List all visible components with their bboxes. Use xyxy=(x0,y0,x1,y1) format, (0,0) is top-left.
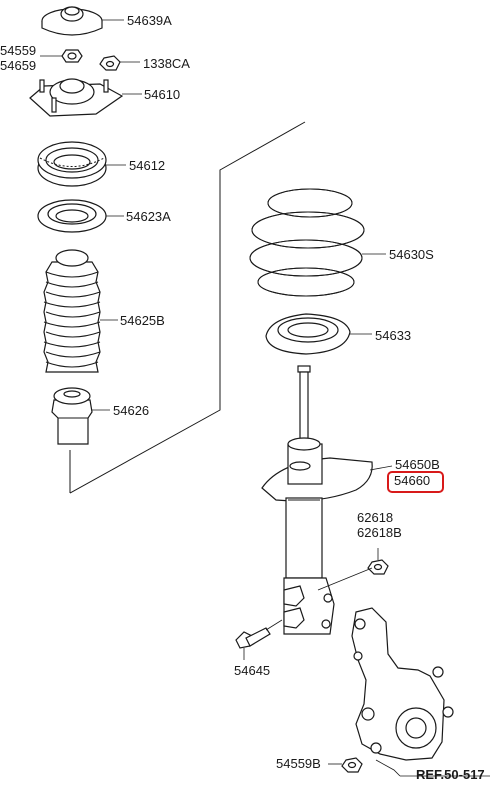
label-strut-b: 54650B xyxy=(395,457,440,472)
label-bolt: 54645 xyxy=(234,663,271,678)
label-lower-pad: 54633 xyxy=(375,328,412,343)
label-top-cap: 54639A xyxy=(127,13,172,28)
highlight-box xyxy=(387,471,444,493)
lower-nut-part xyxy=(367,559,389,575)
label-reference: REF.50-517 xyxy=(416,767,485,782)
label-bearing: 54612 xyxy=(129,158,166,173)
mount-nut-part xyxy=(99,55,121,71)
lower-spring-pad-part xyxy=(265,313,351,355)
label-nut-c: 1338CA xyxy=(143,56,190,71)
steering-knuckle-part xyxy=(351,607,454,761)
reference-leader xyxy=(375,759,401,777)
label-knuckle-nut: 54559B xyxy=(276,756,321,771)
label-dust-cover: 54625B xyxy=(120,313,165,328)
strut-assembly-part xyxy=(261,365,373,635)
small-nut-part xyxy=(61,49,83,63)
label-strut: 54660 xyxy=(394,473,431,488)
label-mount: 54610 xyxy=(144,87,181,102)
spring-pad-part xyxy=(37,199,107,233)
label-nut-e: 62618B xyxy=(357,525,402,540)
knuckle-nut-part xyxy=(341,757,363,773)
coil-spring-part xyxy=(249,188,365,297)
bump-stopper-part xyxy=(51,387,93,445)
label-spring-pad: 54623A xyxy=(126,209,171,224)
dust-cover-part xyxy=(43,249,101,373)
strut-mount-part xyxy=(29,78,124,117)
bearing-part xyxy=(37,141,107,187)
label-bumper: 54626 xyxy=(113,403,150,418)
label-coil-spring: 54630S xyxy=(389,247,434,262)
label-nut-d: 62618 xyxy=(357,510,394,525)
bolt-part xyxy=(235,627,271,649)
label-nut-b: 54659 xyxy=(0,58,37,73)
label-nut-a: 54559 xyxy=(0,43,37,58)
top-cap-part xyxy=(41,6,103,36)
group-bracket-line xyxy=(69,121,306,494)
